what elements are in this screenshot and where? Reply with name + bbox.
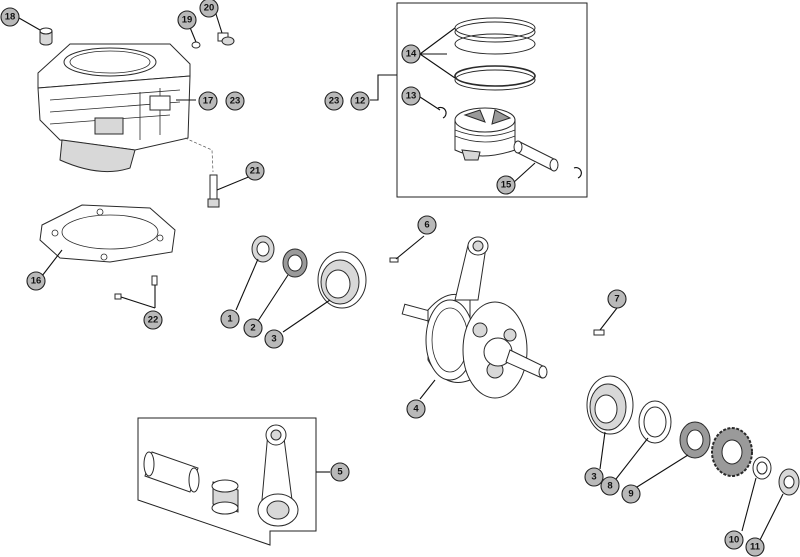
svg-text:2: 2 bbox=[250, 323, 255, 334]
callout-9: 9 bbox=[621, 484, 641, 504]
callout-18: 18 bbox=[0, 7, 20, 27]
callout-7: 7 bbox=[607, 289, 627, 309]
svg-text:4: 4 bbox=[413, 404, 419, 415]
woodruff-key-part bbox=[593, 329, 605, 336]
callout-15: 15 bbox=[496, 175, 516, 195]
leader-lines bbox=[18, 13, 784, 541]
stud-bolt-part bbox=[207, 174, 220, 208]
svg-text:8: 8 bbox=[607, 481, 612, 492]
crankshaft-part bbox=[401, 236, 548, 399]
callout-1: 1 bbox=[220, 309, 240, 329]
svg-text:18: 18 bbox=[5, 12, 16, 23]
timing-gear-part bbox=[679, 421, 711, 459]
svg-text:14: 14 bbox=[406, 49, 417, 60]
callout-20: 20 bbox=[199, 0, 219, 18]
primary-gear-part bbox=[711, 427, 753, 477]
callout-10: 10 bbox=[724, 530, 744, 550]
svg-text:3: 3 bbox=[271, 334, 276, 345]
callout-16: 16 bbox=[26, 271, 46, 291]
callout-2: 2 bbox=[243, 318, 263, 338]
callout-22: 22 bbox=[143, 310, 163, 330]
svg-text:17: 17 bbox=[203, 96, 214, 107]
svg-text:6: 6 bbox=[424, 220, 429, 231]
callout-list: 18 19 20 17 23 23 12 13 14 15 21 16 22 6… bbox=[0, 0, 765, 557]
stud-guide-line bbox=[184, 137, 214, 173]
base-gasket-part bbox=[39, 204, 176, 263]
piston-pin-part bbox=[513, 140, 559, 172]
piston-kit-box bbox=[396, 2, 588, 198]
callout-6: 6 bbox=[417, 215, 437, 235]
dowel-pin-part bbox=[151, 275, 158, 286]
svg-text:3: 3 bbox=[591, 472, 596, 483]
callout-8: 8 bbox=[600, 476, 620, 496]
svg-text:16: 16 bbox=[31, 276, 42, 287]
callout-13: 13 bbox=[401, 86, 421, 106]
callout-4: 4 bbox=[406, 399, 426, 419]
callout-19: 19 bbox=[177, 10, 197, 30]
needle-bearing-part bbox=[211, 479, 239, 515]
callout-23: 23 bbox=[324, 91, 344, 111]
callout-12: 12 bbox=[350, 91, 370, 111]
spacer-ring-part bbox=[638, 400, 672, 444]
callout-21: 21 bbox=[245, 161, 265, 181]
callout-17: 17 bbox=[198, 91, 218, 111]
svg-text:10: 10 bbox=[729, 535, 740, 546]
svg-text:9: 9 bbox=[628, 489, 633, 500]
circlip-part bbox=[437, 106, 447, 119]
svg-text:5: 5 bbox=[337, 467, 343, 478]
main-bearing-part bbox=[317, 251, 367, 309]
dowel-pin-part bbox=[114, 293, 122, 300]
circlip-part bbox=[573, 167, 582, 179]
callout-3: 3 bbox=[264, 329, 284, 349]
nut-part bbox=[778, 468, 800, 496]
svg-text:13: 13 bbox=[406, 91, 417, 102]
piston-part bbox=[454, 107, 516, 161]
svg-text:11: 11 bbox=[750, 542, 761, 553]
svg-text:12: 12 bbox=[355, 96, 366, 107]
svg-text:20: 20 bbox=[204, 3, 215, 14]
callout-3: 3 bbox=[584, 467, 604, 487]
shaft-seal-part bbox=[282, 248, 308, 278]
bushing-part bbox=[39, 27, 53, 46]
svg-text:23: 23 bbox=[230, 96, 241, 107]
piston-rings-part bbox=[454, 17, 536, 91]
cylinder-part bbox=[37, 43, 191, 173]
callout-23: 23 bbox=[225, 91, 245, 111]
svg-text:22: 22 bbox=[148, 315, 159, 326]
svg-text:1: 1 bbox=[227, 314, 233, 325]
bushing-ring-part bbox=[251, 235, 275, 263]
svg-text:23: 23 bbox=[329, 96, 340, 107]
svg-text:7: 7 bbox=[614, 294, 619, 305]
conrod-kit-box bbox=[137, 417, 317, 546]
washer-part bbox=[191, 41, 201, 49]
callout-14: 14 bbox=[401, 44, 421, 64]
callout-11: 11 bbox=[745, 537, 765, 557]
connecting-rod-part bbox=[257, 424, 299, 527]
conrod-pin-part bbox=[143, 451, 200, 493]
svg-text:21: 21 bbox=[250, 166, 261, 177]
svg-text:15: 15 bbox=[501, 180, 512, 191]
callout-5: 5 bbox=[330, 462, 350, 482]
svg-text:19: 19 bbox=[182, 15, 193, 26]
banjo-bolt-part bbox=[217, 32, 235, 46]
washer-part bbox=[752, 456, 772, 480]
main-bearing-part bbox=[586, 375, 634, 435]
